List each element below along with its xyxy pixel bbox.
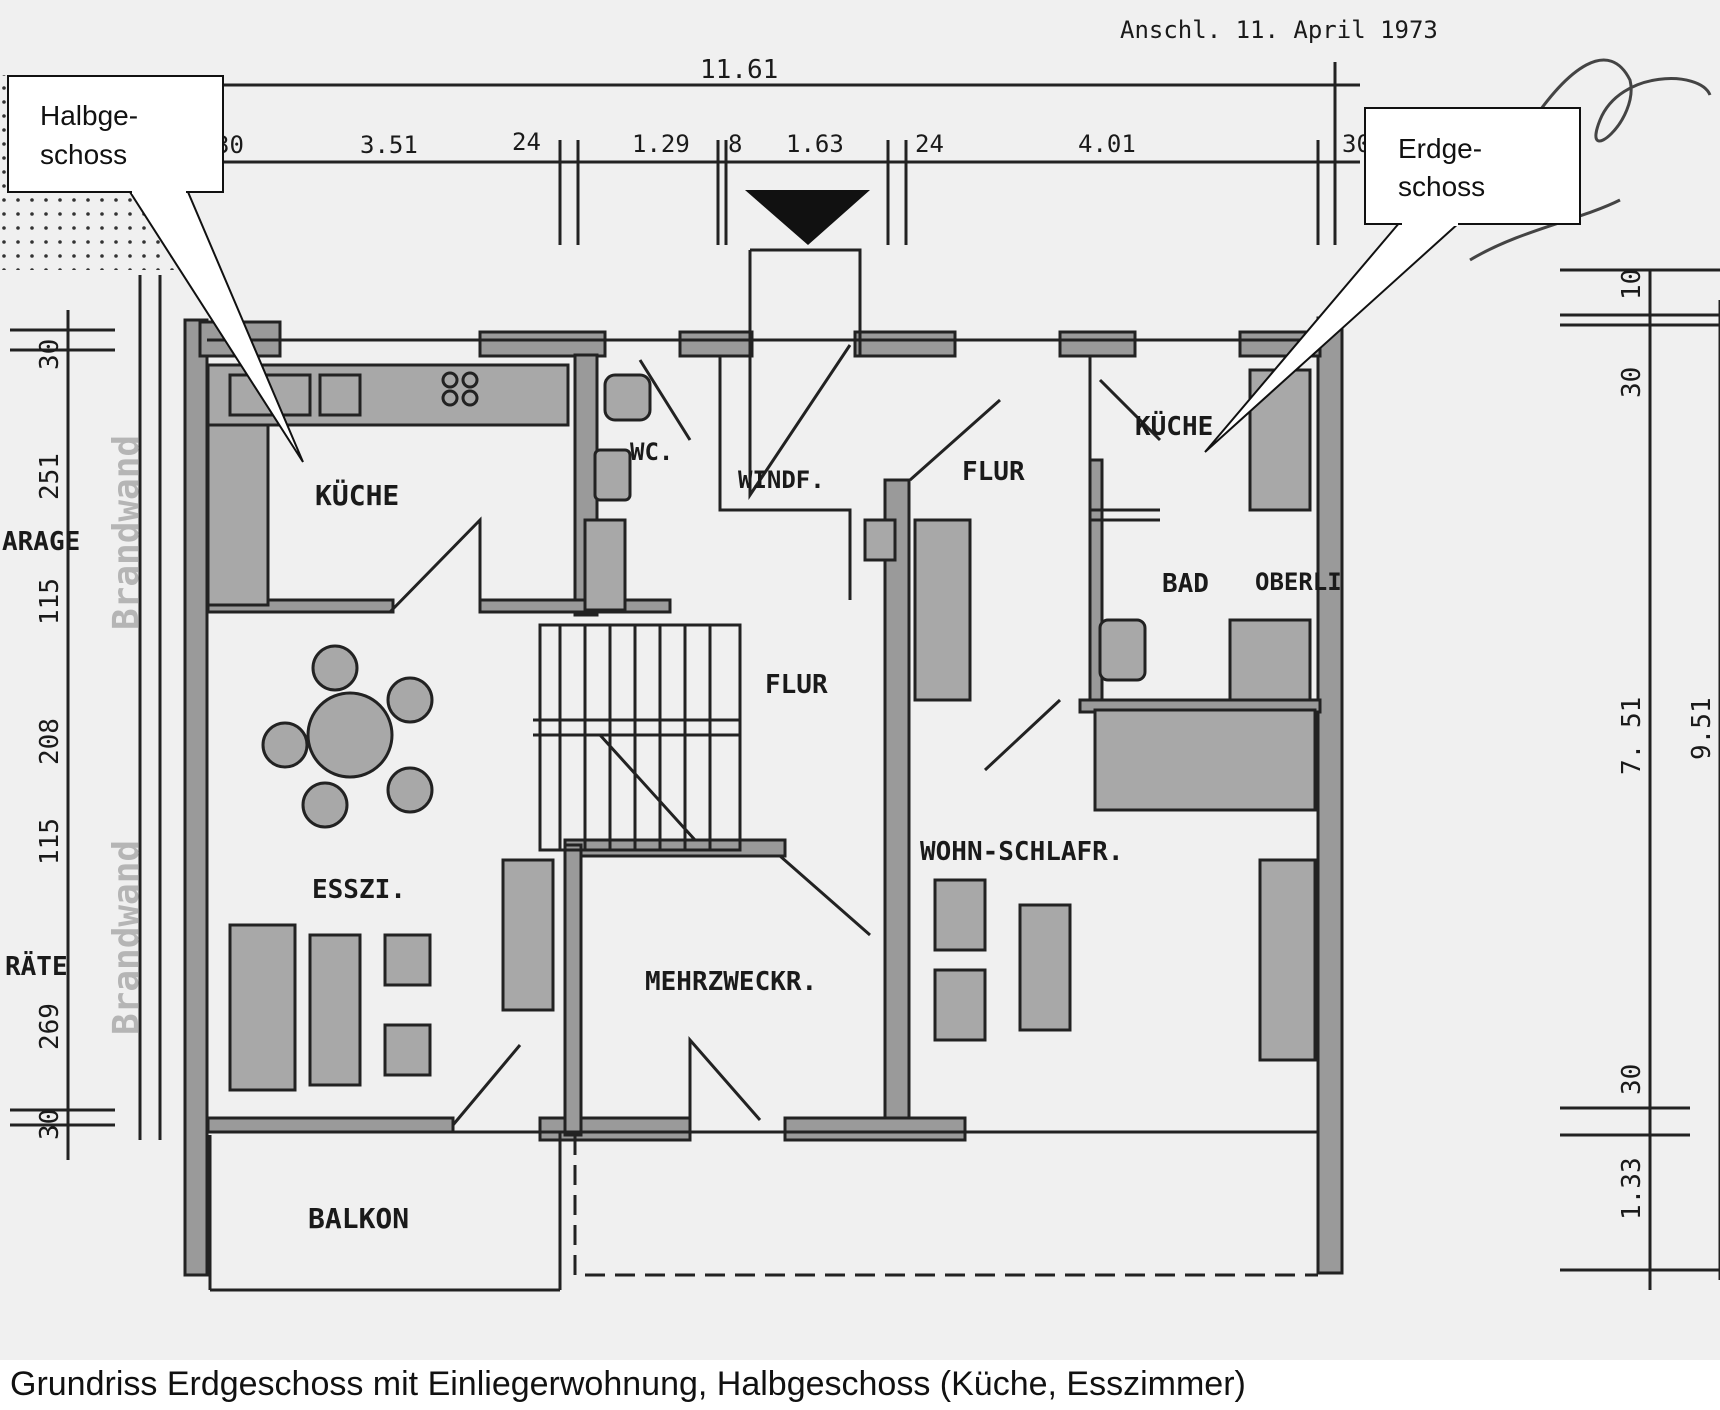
label-wohn-schlafr: WOHN-SCHLAFR. [920,837,1124,867]
label-brandwand-1: Brandwand [106,435,147,630]
dim-right-f: 1.33 [1617,1157,1647,1220]
label-wc: WC. [630,438,673,466]
callout-halbgeschoss: Halbge- schoss [7,75,304,463]
callout-erdgeschoss: Erdge- schoss [1204,107,1581,453]
label-windf: WINDF. [738,466,825,494]
figure-caption: Grundriss Erdgeschoss mit Einliegerwohnu… [10,1365,1246,1403]
label-bad: BAD [1162,569,1209,599]
dim-right-b: 30 [1617,367,1647,398]
dim-top-5: 8 [728,130,742,158]
floor-plan: Anschl. 11. April 1973 KÜCHE WC. WINDF. … [0,0,1720,1292]
callout-left-line1: Halbge- [40,100,138,131]
dim-top-4: 1.29 [632,130,690,158]
dim-right-d: 9.51 [1687,697,1717,760]
kitchen-left-furniture [206,363,570,607]
left-dimension-lines [10,275,162,1160]
stove-left-icon [441,371,479,407]
terrace-outline [573,1135,1318,1277]
sofa-left [228,858,555,1092]
callout-left-line2: schoss [40,139,127,170]
dim-top-2: 3.51 [360,131,418,159]
dim-total-width: 11.61 [700,55,778,85]
label-flur-mid: FLUR [765,670,828,700]
top-dimension-lines [190,62,1360,245]
label-kueche-right: KÜCHE [1135,409,1213,442]
interior-lines [207,248,1320,1292]
dim-right-e: 30 [1617,1064,1647,1095]
right-dimension-lines [1560,268,1720,1290]
dim-left-d: 208 [35,718,65,765]
dim-top-8: 4.01 [1078,130,1136,158]
label-oberli: OBERLI [1255,568,1342,596]
label-brandwand-2: Brandwand [106,840,147,1035]
label-geraete: RÄTE [5,950,68,982]
dim-left-f: 269 [35,1003,65,1050]
dim-top-7: 24 [915,130,944,158]
floor-plan-area: Anschl. 11. April 1973 KÜCHE WC. WINDF. … [0,0,1720,1360]
dim-left-e: 115 [35,818,65,865]
label-balkon: BALKON [308,1202,409,1235]
label-kueche-left: KÜCHE [315,478,399,512]
label-garage: ARAGE [2,527,80,557]
dim-right-a: 10 [1617,269,1647,300]
label-flur-top: FLUR [962,457,1025,487]
dim-left-b: 251 [35,453,65,500]
dim-left-g: 30 [35,1109,65,1140]
dim-top-3: 24 [512,128,541,156]
dim-left-a: 30 [35,339,65,370]
callout-right-line1: Erdge- [1398,133,1482,164]
entrance-arrow-icon [745,190,870,245]
dim-top-6: 1.63 [786,130,844,158]
staircase [533,623,742,852]
approval-stamp: Anschl. 11. April 1973 [1120,16,1438,44]
signature-mark [1518,58,1712,143]
dim-right-c: 7. 51 [1617,697,1647,775]
dim-left-c: 115 [35,578,65,625]
label-mehrzweckr: MEHRZWECKR. [645,967,817,997]
label-esszi: ESSZI. [312,875,406,905]
dining-table [261,644,434,829]
callout-right-line2: schoss [1398,171,1485,202]
wc-fixtures [583,373,652,612]
